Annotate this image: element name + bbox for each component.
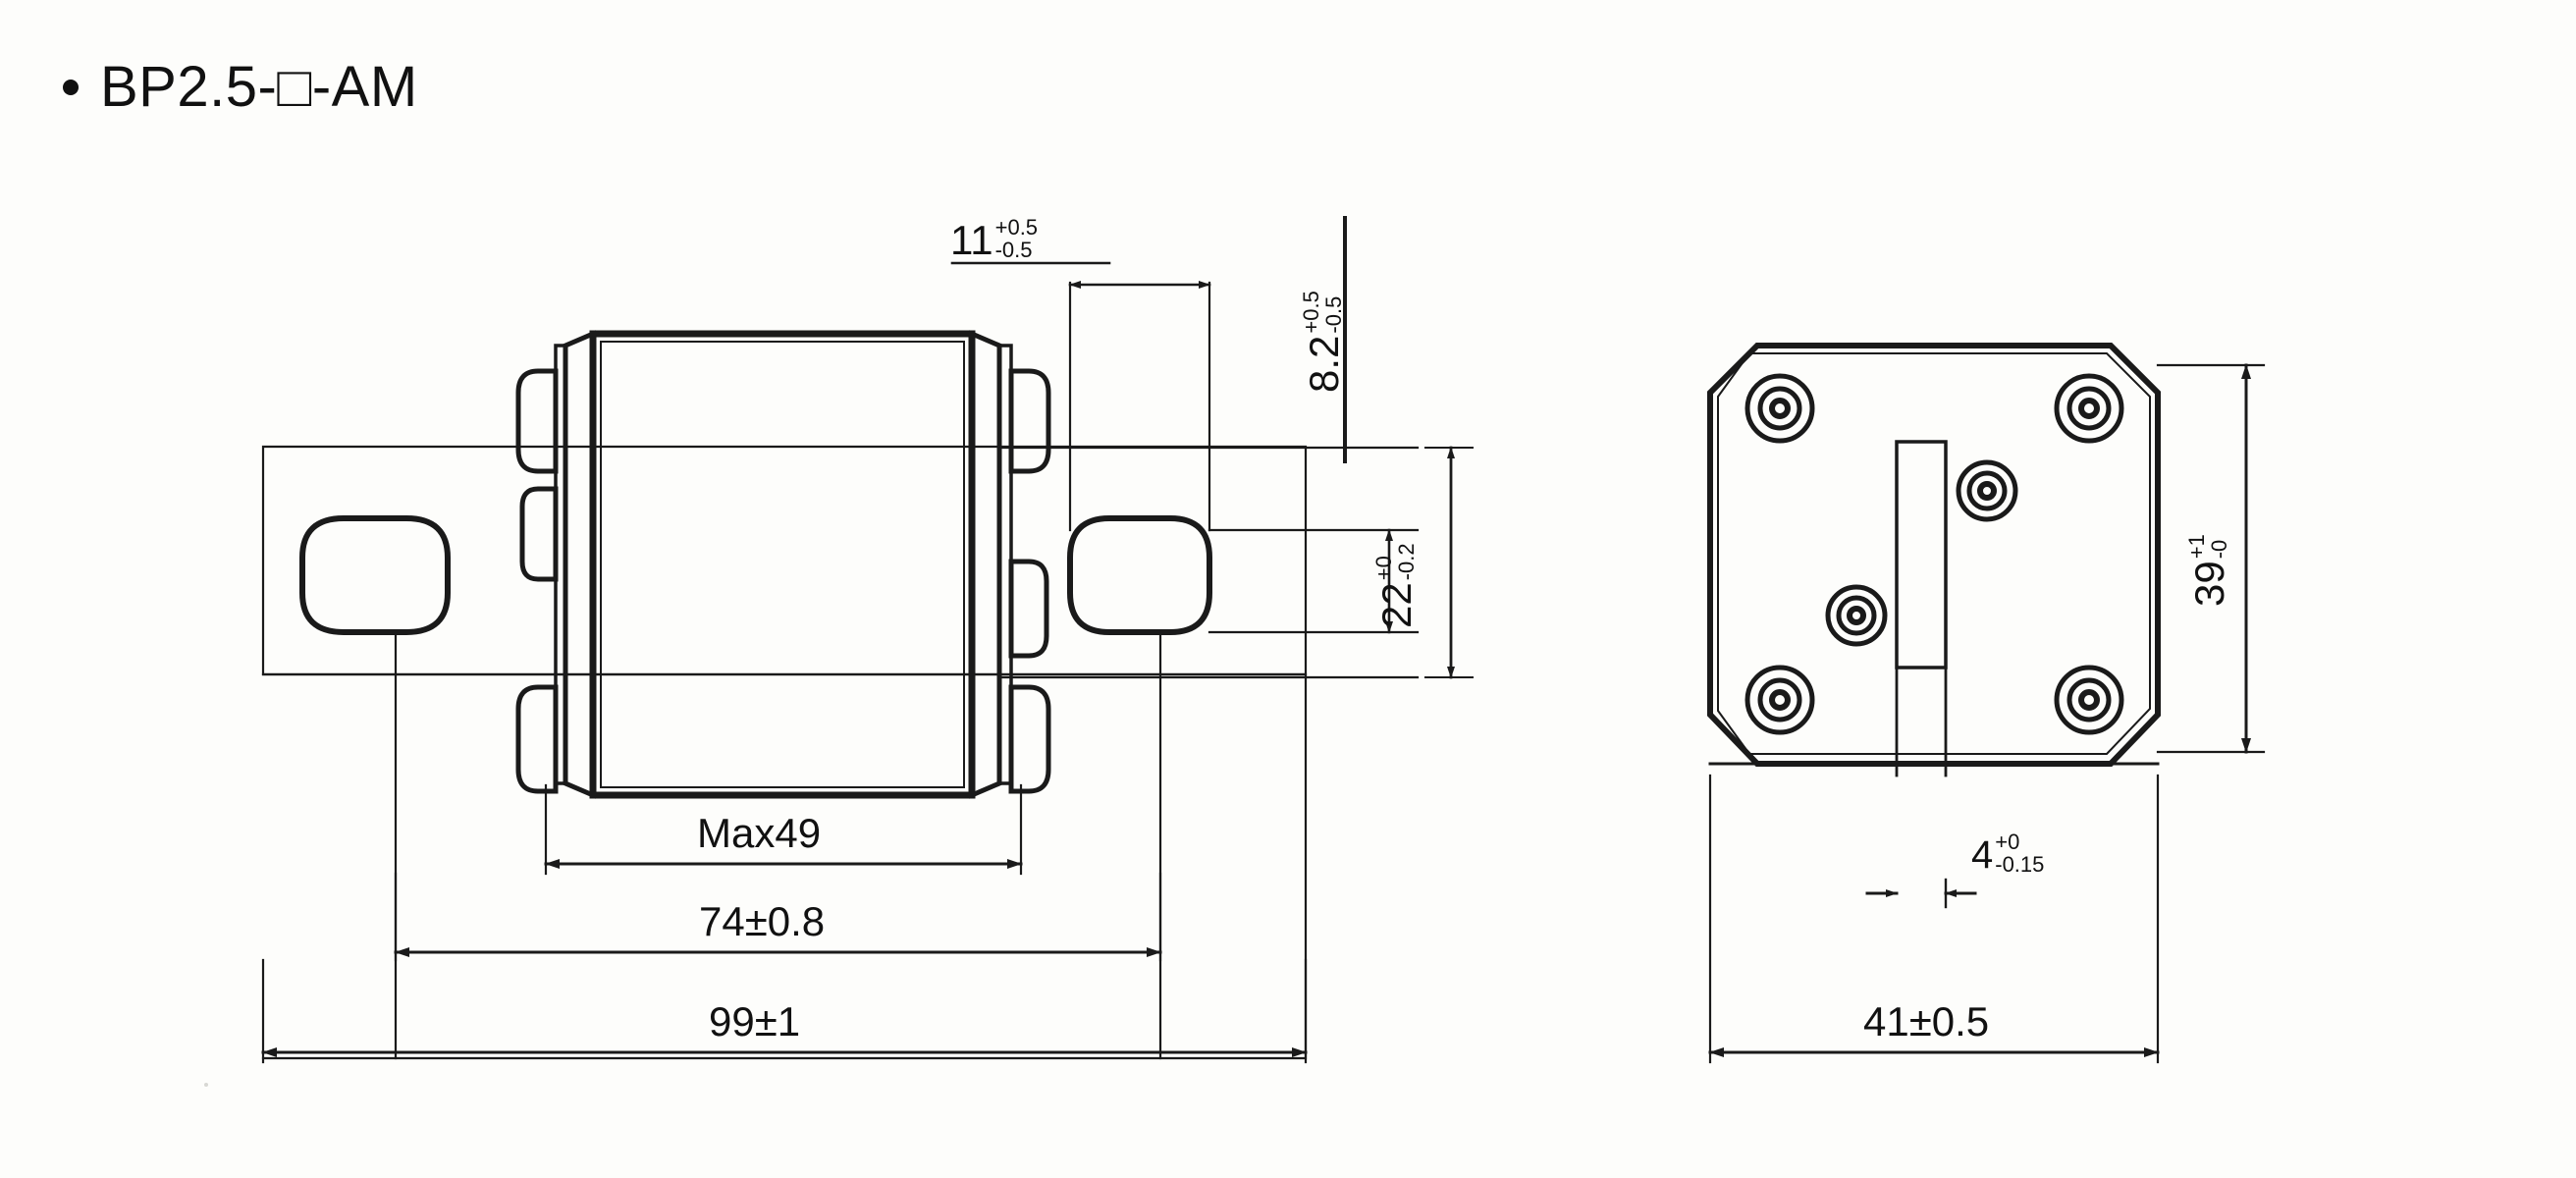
body-left-edge — [554, 344, 567, 785]
dim-label-22: 22 +0 -0.2 — [1371, 543, 1421, 628]
body-right-flange — [969, 330, 1002, 799]
dim-tol-upper-22: +0 — [1371, 556, 1396, 581]
body-left-flange — [563, 330, 596, 799]
dim-tol-lower-11: -0.5 — [994, 238, 1033, 263]
bracket-plate-lower — [261, 672, 1308, 1060]
dim-label-99: 99±1 — [709, 1001, 800, 1043]
dim-value-39: 39 — [2186, 561, 2233, 607]
dim-value-41: 41±0.5 — [1863, 998, 1990, 1044]
lug-right-top — [1008, 368, 1051, 474]
bullet-icon — [63, 80, 79, 95]
corner-screw-bottom-right — [2054, 665, 2124, 735]
dim-label-max49: Max49 — [697, 813, 821, 854]
dim-tol-upper-39: +1 — [2184, 534, 2209, 560]
lug-left-top — [515, 368, 559, 474]
dim-label-39: 39 +1 -0 — [2184, 534, 2233, 607]
lug-left-middle — [519, 486, 559, 582]
part-title: BP2.5-□-AM — [63, 59, 418, 116]
dim-tolerance-11: +0.5 -0.5 — [995, 216, 1038, 262]
dim-tolerance-39: +1 -0 — [2184, 534, 2232, 560]
dim-tol-lower-39: -0 — [2207, 539, 2232, 560]
end-plate-outline — [1707, 343, 2161, 767]
dim-label-11: 11 +0.5 -0.5 — [950, 216, 1038, 264]
part-title-label: BP2.5-□-AM — [100, 55, 418, 119]
front-view-geometry — [261, 216, 1474, 1064]
dim-value-max49: Max49 — [697, 810, 822, 856]
dim-value-74: 74±0.8 — [699, 898, 826, 944]
dim-value-11: 11 — [950, 217, 993, 264]
inner-screw-upper-right — [1956, 459, 2018, 522]
body-inner-face — [600, 341, 965, 788]
dim-label-74: 74±0.8 — [699, 901, 825, 942]
lug-right-middle — [1008, 559, 1049, 659]
sheet-speck — [204, 1083, 208, 1087]
dim-value-99: 99±1 — [709, 998, 801, 1044]
dim-tol-lower-4: -0.15 — [1995, 852, 2045, 878]
dim-tol-lower-8_2: -0.5 — [1321, 295, 1347, 334]
dim-label-4: 4 +0 -0.15 — [1971, 830, 2044, 879]
slot-hole-left — [299, 515, 451, 635]
center-slot — [1895, 440, 1948, 669]
lug-right-bottom — [1008, 684, 1051, 794]
body-outline — [589, 330, 976, 799]
dim-tolerance-4: +0 -0.15 — [1995, 830, 2044, 877]
bracket-plate-upper — [261, 445, 1308, 676]
corner-screw-bottom-left — [1744, 665, 1815, 735]
dim-tol-upper-8_2: +0.5 — [1299, 291, 1323, 334]
dim-tol-upper-4: +0 — [1995, 830, 2020, 854]
end-plate-inner-edge — [1717, 352, 2151, 755]
corner-screw-top-left — [1744, 373, 1815, 444]
dim-label-41: 41±0.5 — [1863, 1001, 1989, 1043]
dim-tol-upper-11: +0.5 — [994, 215, 1039, 240]
dim-tolerance-8_2: +0.5 -0.5 — [1299, 291, 1347, 334]
end-view-geometry — [1707, 343, 2266, 1064]
dim-value-4: 4 — [1971, 833, 1994, 878]
dim-value-22: 22 — [1373, 582, 1421, 628]
lug-left-bottom — [515, 684, 559, 794]
dim-tol-lower-22: -0.2 — [1394, 543, 1420, 581]
dim-label-8_2: 8.2 +0.5 -0.5 — [1299, 291, 1348, 393]
dim-tolerance-22: +0 -0.2 — [1371, 543, 1420, 581]
slot-hole-right — [1067, 515, 1212, 635]
corner-screw-top-right — [2054, 373, 2124, 444]
dim-value-8_2: 8.2 — [1301, 335, 1348, 393]
inner-screw-lower-left — [1825, 584, 1888, 647]
